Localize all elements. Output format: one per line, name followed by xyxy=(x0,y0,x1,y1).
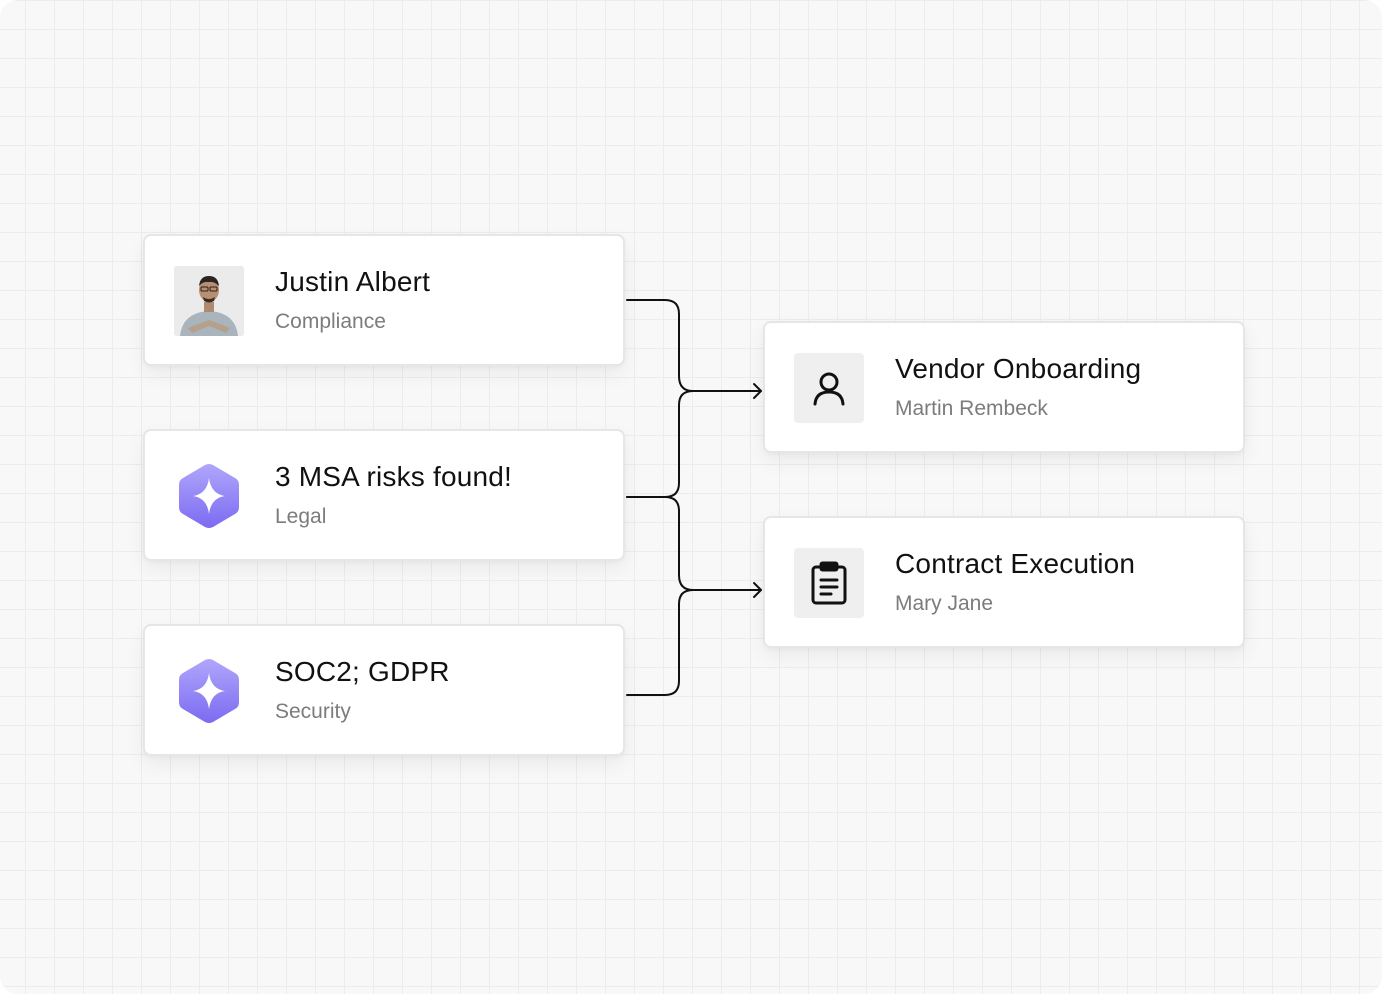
user-icon xyxy=(794,353,864,423)
card-title: Vendor Onboarding xyxy=(895,353,1142,384)
card-title: SOC2; GDPR xyxy=(275,656,450,687)
arrowhead-vendor xyxy=(753,383,762,399)
card-subtitle: Security xyxy=(275,700,351,723)
source-card-justin-albert[interactable]: Justin Albert Compliance xyxy=(143,234,625,366)
card-title: 3 MSA risks found! xyxy=(275,461,513,492)
target-card-contract-execution[interactable]: Contract Execution Mary Jane xyxy=(763,516,1245,648)
card-title: Contract Execution xyxy=(895,548,1136,579)
avatar-photo xyxy=(174,266,244,336)
connector-justin-to-vendor xyxy=(626,299,762,392)
card-title: Justin Albert xyxy=(275,266,431,297)
connector-msa-to-vendor xyxy=(626,390,694,498)
arrowhead-contract xyxy=(753,582,762,598)
target-card-vendor-onboarding[interactable]: Vendor Onboarding Martin Rembeck xyxy=(763,321,1245,453)
avatar xyxy=(174,266,244,336)
source-card-msa-risks[interactable]: 3 MSA risks found! Legal xyxy=(143,429,625,561)
sparkle-hexagon-icon xyxy=(174,656,244,726)
card-subtitle: Martin Rembeck xyxy=(895,397,1048,420)
sparkle-hexagon-icon xyxy=(174,461,244,531)
source-card-soc2-gdpr[interactable]: SOC2; GDPR Security xyxy=(143,624,625,756)
card-subtitle: Legal xyxy=(275,505,327,528)
card-subtitle: Compliance xyxy=(275,310,386,333)
clipboard-icon xyxy=(794,548,864,618)
card-subtitle: Mary Jane xyxy=(895,592,994,615)
connector-msa-to-contract xyxy=(626,496,762,591)
connector-soc2-to-contract xyxy=(626,589,694,696)
